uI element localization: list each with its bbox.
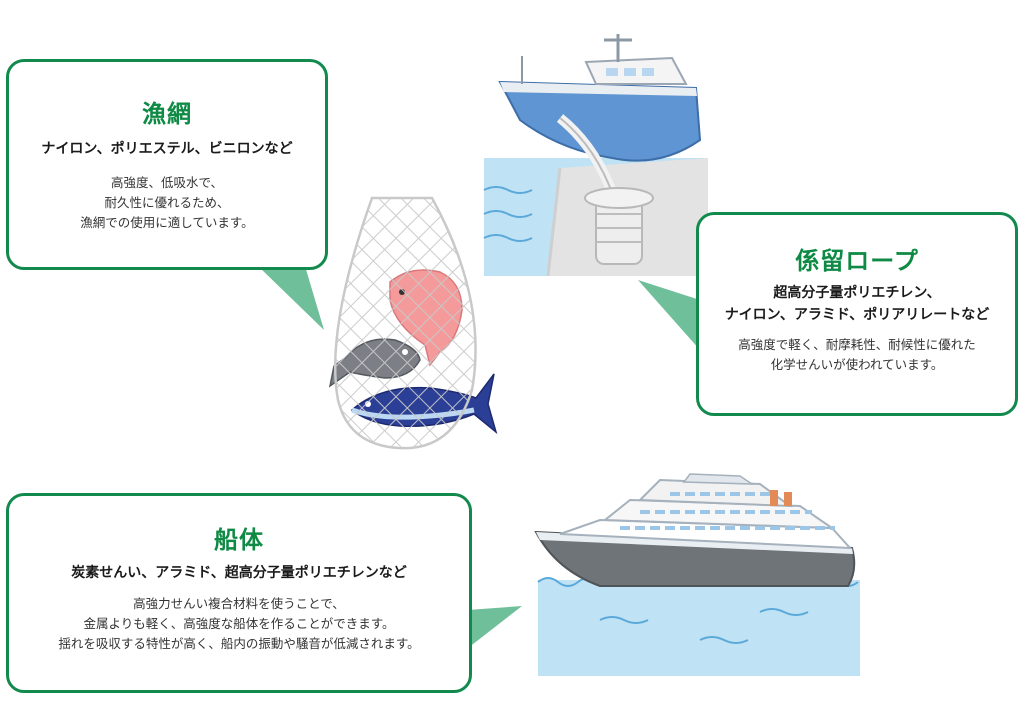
fishing-net-description: 高強度、低吸水で、 耐久性に優れるため、 漁網での使用に適しています。 — [9, 173, 325, 233]
mooring-rope-callout: 係留ロープ 超高分子量ポリエチレン、 ナイロン、アラミド、ポリアリレートなど 高… — [696, 212, 1018, 416]
fishing-net-description-line: 耐久性に優れるため、 — [104, 195, 230, 210]
ship-hull-callout: 船体 炭素せんい、アラミド、超高分子量ポリエチレンなど 高強力せんい複合材料を使… — [6, 493, 472, 693]
ship-hull-description: 高強力せんい複合材料を使うことで、 金属よりも軽く、高強度な船体を作ることができ… — [9, 594, 469, 654]
mooring-rope-materials-line: 超高分子量ポリエチレン、 — [773, 285, 941, 301]
mooring-rope-title: 係留ロープ — [795, 247, 919, 275]
fishing-net-description-line: 漁網での使用に適しています。 — [80, 215, 254, 230]
ship-hull-description-line: 高強力せんい複合材料を使うことで、 — [133, 596, 345, 611]
mooring-rope-materials-line: ナイロン、アラミド、ポリアリレートなど — [724, 307, 990, 323]
fishing-net-illustration — [328, 196, 498, 450]
mooring-rope-description-line: 化学せんいが使われています。 — [770, 357, 944, 372]
fishing-net-description-line: 高強度、低吸水で、 — [110, 175, 223, 190]
rope-callout-pointer — [638, 280, 700, 350]
fishing-net-materials: ナイロン、ポリエステル、ビニロンなど — [41, 141, 293, 157]
fishing-net-callout: 漁網 ナイロン、ポリエステル、ビニロンなど 高強度、低吸水で、 耐久性に優れるた… — [6, 59, 328, 270]
ship-hull-materials: 炭素せんい、アラミド、超高分子量ポリエチレンなど — [71, 565, 407, 581]
mooring-ship-illustration — [483, 34, 708, 277]
mooring-rope-description: 高強度で軽く、耐摩耗性、耐候性に優れた 化学せんいが使われています。 — [699, 335, 1015, 375]
net-callout-pointer — [258, 266, 324, 330]
ship-hull-description-line: 金属よりも軽く、高強度な船体を作ることができます。 — [83, 616, 395, 631]
ship-hull-description-line: 揺れを吸収する特性が高く、船内の振動や騒音が低減されます。 — [58, 636, 420, 651]
fishing-net-title: 漁網 — [142, 100, 192, 128]
ship-hull-title: 船体 — [214, 526, 264, 554]
cruise-ship-illustration — [534, 473, 860, 676]
mooring-rope-materials: 超高分子量ポリエチレン、 ナイロン、アラミド、ポリアリレートなど — [699, 282, 1015, 326]
mooring-rope-description-line: 高強度で軽く、耐摩耗性、耐候性に優れた — [738, 337, 976, 352]
hull-callout-pointer — [468, 606, 522, 648]
